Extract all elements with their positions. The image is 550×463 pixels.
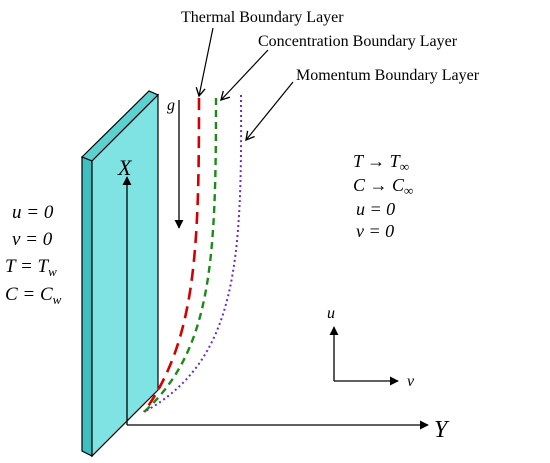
gravity-label: g [167, 97, 175, 114]
freestream-v-condition: v = 0 [356, 221, 394, 241]
boundary-layer-curves [142, 94, 243, 413]
gravity-indicator: g [167, 97, 184, 229]
wall-u-condition: u = 0 [12, 202, 54, 223]
concentration-boundary-curve [143, 97, 218, 413]
wall-conditions: u = 0 v = 0 T = Tw C = Cw [5, 202, 62, 307]
thermal-pointer-arrow [195, 27, 214, 98]
coordinate-axes: X Y [117, 155, 450, 443]
momentum-pointer-arrow [245, 81, 294, 142]
plate-front-face [91, 93, 159, 458]
velocity-direction-indicator: u v [327, 305, 415, 390]
free-stream-conditions: T → T∞ C → C∞ u = 0 v = 0 [353, 151, 413, 241]
y-axis-label: Y [434, 417, 450, 443]
concentration-pointer-arrow [220, 49, 269, 102]
label-pointers [195, 27, 294, 142]
v-direction-label: v [407, 373, 415, 390]
freestream-T-condition: T → T∞ [353, 151, 409, 174]
momentum-boundary-label: Momentum Boundary Layer [296, 67, 480, 84]
u-direction-label: u [327, 305, 335, 322]
wall-v-condition: v = 0 [12, 229, 53, 250]
freestream-C-condition: C → C∞ [353, 175, 413, 198]
x-axis-label: X [117, 155, 133, 180]
momentum-boundary-curve [143, 94, 243, 413]
plate-side-face [81, 156, 93, 457]
thermal-boundary-label: Thermal Boundary Layer [181, 9, 344, 26]
thermal-boundary-curve [142, 97, 201, 413]
concentration-boundary-label: Concentration Boundary Layer [258, 33, 458, 50]
vertical-plate [80, 90, 160, 458]
wall-T-condition: T = Tw [5, 256, 57, 279]
wall-C-condition: C = Cw [5, 284, 62, 307]
freestream-u-condition: u = 0 [356, 199, 395, 219]
